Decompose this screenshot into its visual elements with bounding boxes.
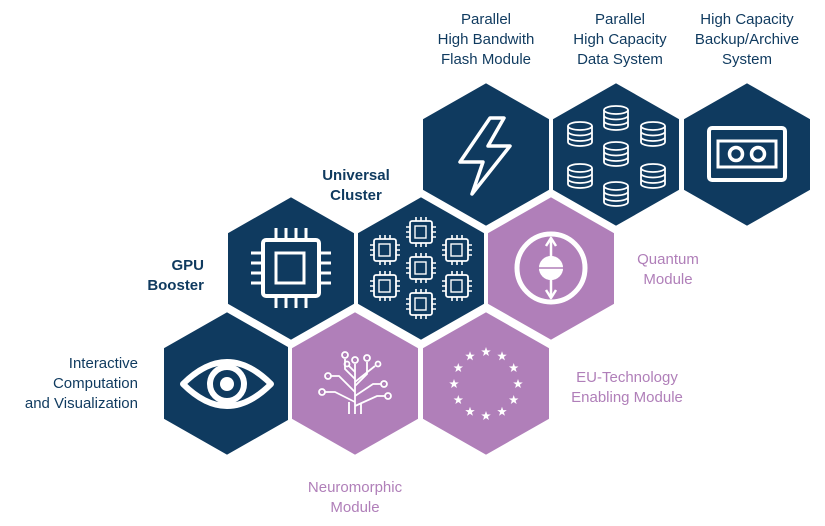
hex-eu[interactable] [419, 307, 553, 460]
label-line: Enabling Module [571, 389, 683, 406]
label-line: Data System [577, 51, 663, 68]
label-neuromorphic: Neuromorphic Module [294, 478, 416, 518]
label-line: Booster [147, 277, 204, 294]
label-line: Backup/Archive [694, 31, 800, 48]
label-line: Module [643, 271, 693, 288]
label-line: Universal [322, 167, 390, 184]
label-eu: EU-Technology Enabling Module [562, 368, 692, 408]
label-backup: High Capacity Backup/Archive System [682, 10, 812, 70]
label-gpu: GPU Booster [120, 256, 204, 296]
label-line: Cluster [330, 187, 382, 204]
label-interactive: Interactive Computation and Visualizatio… [20, 354, 138, 414]
label-line: Parallel [460, 11, 512, 28]
neural-icon [318, 351, 392, 414]
label-universal: Universal Cluster [308, 166, 404, 206]
lightning-icon [458, 116, 512, 196]
label-line: High Capacity [573, 31, 667, 48]
label-line: Parallel [594, 11, 646, 28]
label-line: Interactive [68, 355, 138, 372]
label-line: High Bandwith [437, 31, 535, 48]
label-data: Parallel High Capacity Data System [552, 10, 688, 70]
label-line: EU-Technology [576, 369, 678, 386]
label-line: GPU [171, 257, 204, 274]
qubit-icon [514, 231, 588, 305]
label-line: Computation [52, 375, 138, 392]
label-line: System [721, 51, 772, 68]
chip-icon [251, 228, 331, 308]
label-line: Flash Module [440, 51, 532, 68]
label-flash: Parallel High Bandwith Flash Module [416, 10, 556, 70]
label-line: and Visualization [24, 395, 138, 412]
eye-icon [180, 359, 274, 409]
label-line: Neuromorphic [307, 479, 403, 496]
label-line: Quantum [637, 251, 699, 268]
label-line: High Capacity [700, 11, 794, 28]
label-line: Module [330, 499, 380, 516]
tape-icon [707, 126, 787, 182]
label-quantum: Quantum Module [626, 250, 710, 290]
hex-backup[interactable] [680, 78, 814, 231]
